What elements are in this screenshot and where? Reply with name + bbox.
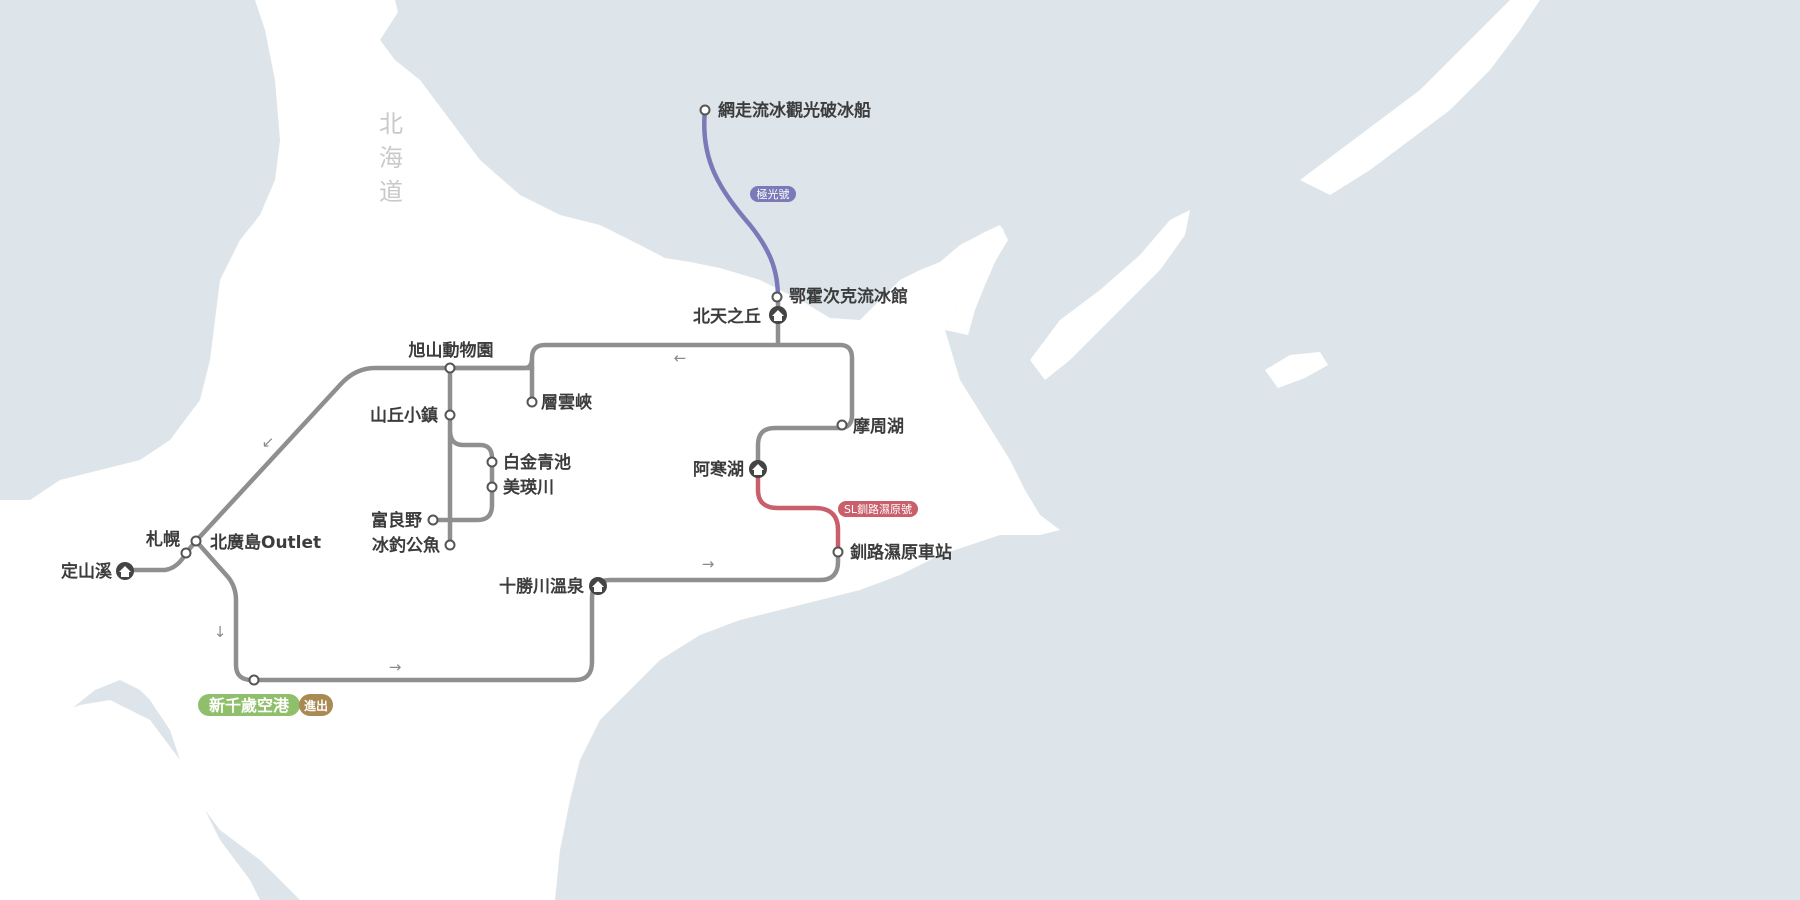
route-aurora [702,107,781,301]
hotel-kita-tenno-oka[interactable] [769,306,787,324]
arrow-east-2: → [389,658,402,676]
arrow-south: ↓ [214,623,227,641]
circle-station-icon[interactable] [444,409,456,421]
label-ice-fishing: 冰釣公魚 [372,535,440,556]
hokkaido-land [0,0,1060,900]
region-label-3: 道 [379,178,403,206]
route-lines [122,107,855,683]
circle-station-icon[interactable] [832,546,844,558]
label-kita-tenno-oka: 北天之丘 [693,306,761,327]
circle-station-icon[interactable] [190,535,202,547]
hotel-jozankei[interactable] [116,562,134,580]
circle-station-icon[interactable] [486,456,498,468]
stations [180,104,848,686]
sakhalin-coast [0,0,280,490]
label-kitahiroshima-outlet: 北廣島Outlet [210,532,321,553]
label-sounkyo: 層雲峽 [541,392,593,413]
shiretoko-peninsula [945,228,1006,335]
airport-new-chitose[interactable]: 新千歲空港 進出 [198,694,333,716]
label-asahiyama-zoo: 旭山動物園 [408,340,494,361]
label-hill-town: 山丘小鎮 [370,405,438,426]
arrow-southwest: ↙ [262,433,275,451]
label-kushiro-marsh-station: 釧路濕原車站 [850,542,952,563]
sl-train-label: SL釧路濕原號 [844,502,912,516]
circle-station-icon[interactable] [486,481,498,493]
label-biei: 美瑛川 [503,477,554,498]
arrow-west: ← [674,349,687,367]
label-abashiri-icebreaker: 網走流冰觀光破冰船 [718,100,871,121]
circle-station-icon[interactable] [444,539,456,551]
circle-station-icon[interactable] [444,362,456,374]
region-label-2: 海 [379,144,403,172]
kuril-island-iturup [1300,0,1540,195]
circle-station-icon[interactable] [526,396,538,408]
region-label-1: 北 [379,110,403,138]
oshima-peninsula [0,700,260,900]
hotel-akan-lake[interactable] [749,460,767,478]
route-biei-branch [430,365,495,548]
circle-station-icon[interactable] [427,514,439,526]
label-sapporo: 札幌 [145,529,180,550]
circle-station-icon[interactable] [836,419,848,431]
kuril-island-kunashiri [1030,210,1190,380]
label-mashu-lake: 摩周湖 [853,416,904,437]
route-sl [755,467,841,555]
label-tokachigawa-onsen: 十勝川溫泉 [499,576,585,597]
arrow-east-1: → [702,555,715,573]
airport-pill [198,694,300,716]
kuril-island-small [1265,352,1328,388]
sl-train-pill: SL釧路濕原號 [838,501,918,517]
circle-station-icon[interactable] [771,291,783,303]
airport-badge-text: 進出 [304,698,328,713]
hotel-tokachigawa-onsen[interactable] [589,577,607,595]
route-main-west [193,365,535,544]
label-furano: 富良野 [371,510,422,531]
airport-badge [299,694,333,716]
label-jozankei: 定山溪 [61,561,113,582]
circle-station-icon[interactable] [699,104,711,116]
aurora-train-label: 極光號 [757,187,790,201]
label-shirogane-blue-pond: 白金青池 [503,452,571,473]
circle-station-icon[interactable] [180,547,192,559]
label-akan-lake: 阿寒湖 [693,459,744,480]
circle-station-icon[interactable] [248,674,260,686]
label-okhotsk-museum: 鄂霍次克流冰館 [789,286,908,307]
aurora-train-pill: 極光號 [750,186,796,202]
route-main-south [193,538,841,683]
airport-name: 新千歲空港 [209,696,290,715]
